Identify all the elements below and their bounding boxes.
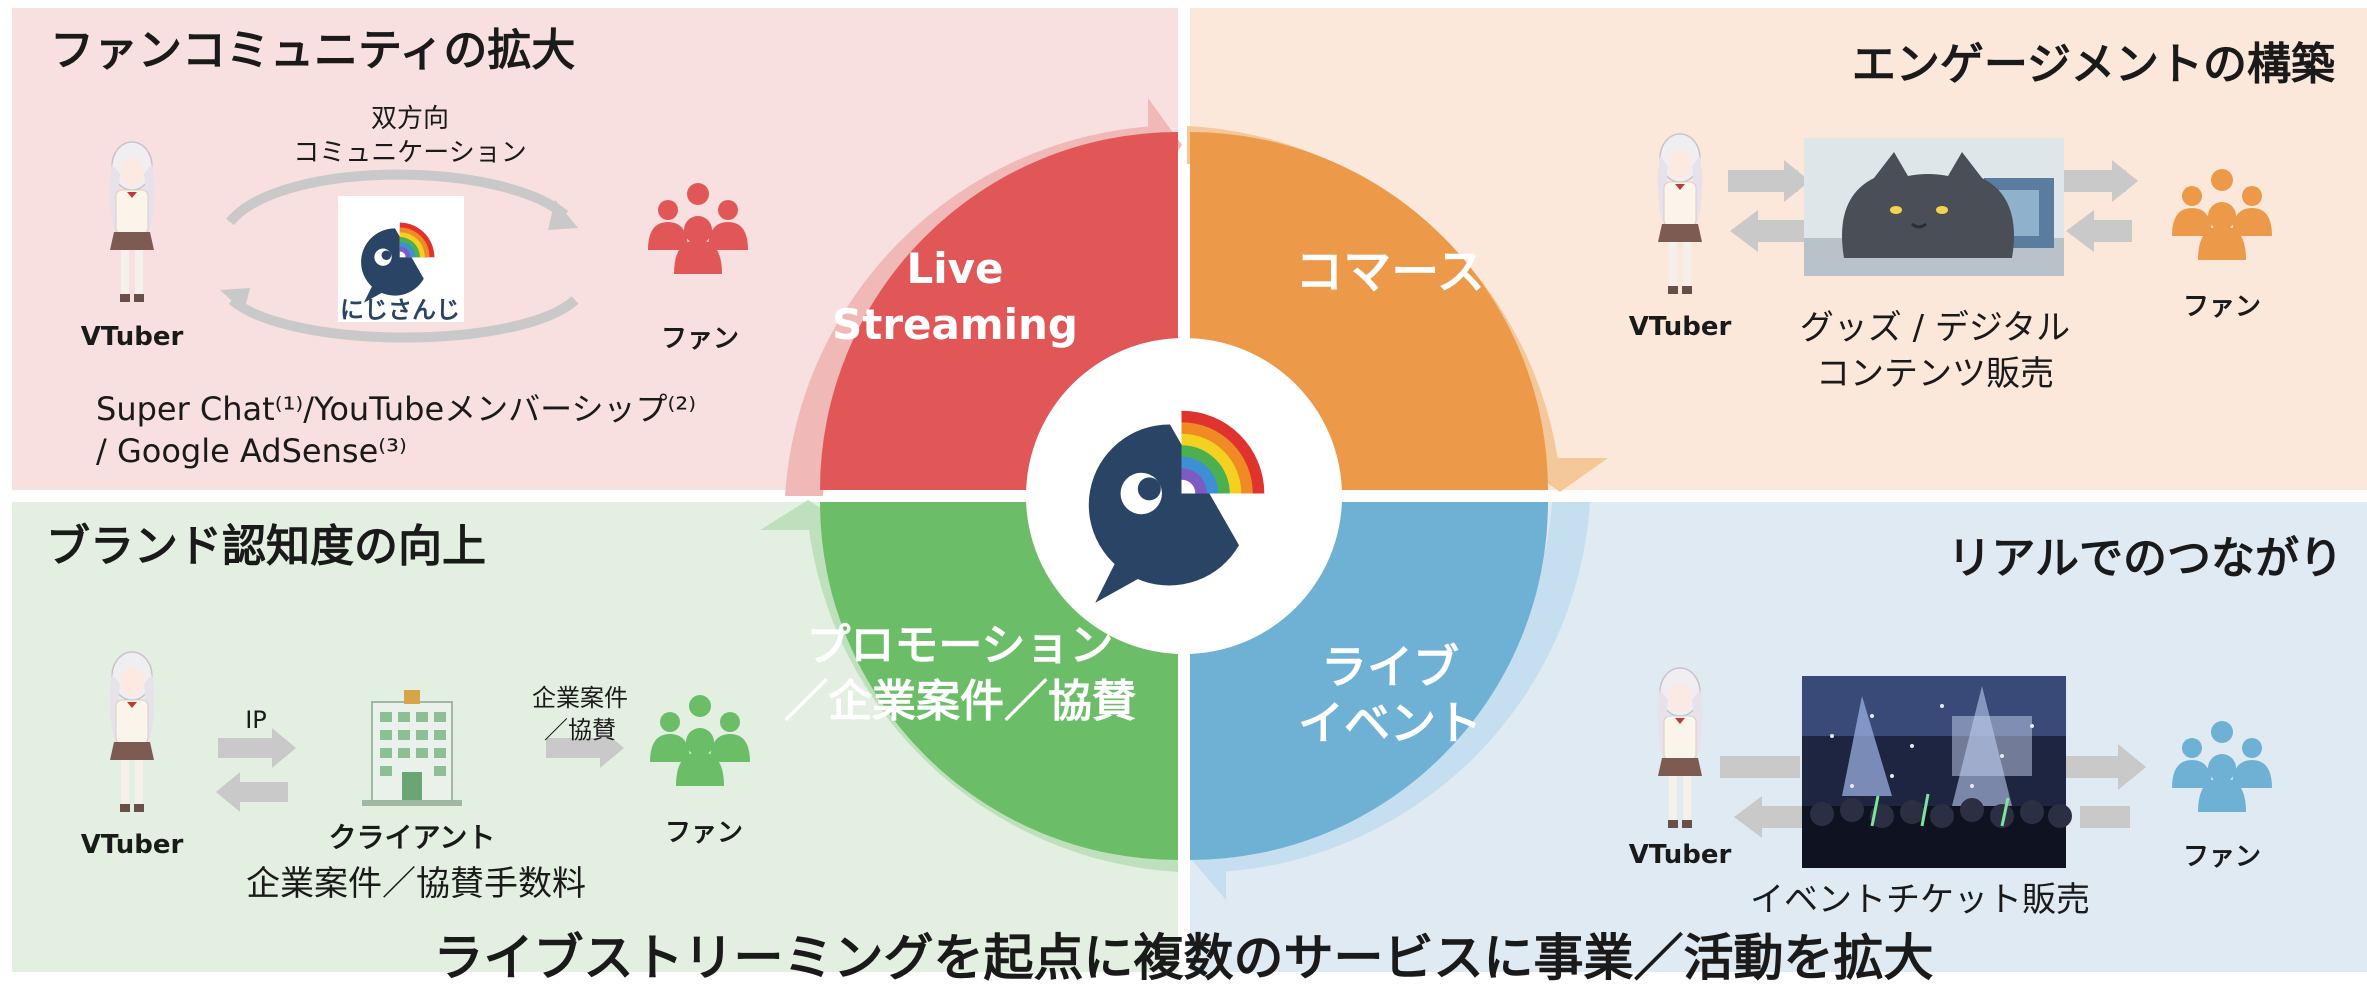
segment-label-live-line1: Live	[906, 244, 1004, 293]
title-real-connection: リアルでのつながり	[1947, 533, 2343, 584]
arrow-goods-3	[2064, 170, 2126, 192]
fan-label-tr: ファン	[2182, 292, 2261, 322]
ticket-caption: イベントチケット販売	[1750, 880, 2090, 920]
goods-caption-line2: コンテンツ販売	[1816, 354, 2054, 394]
sponsor-fee-caption: 企業案件／協賛手数料	[246, 864, 586, 904]
segment-label-event-line1: ライブ	[1321, 640, 1459, 694]
vtuber-figure-tr	[1657, 133, 1703, 295]
arrow-deal-right	[546, 738, 606, 758]
arrow-goods-1	[1728, 170, 1798, 192]
arrow-goods-2	[1745, 220, 1815, 242]
arrow-ip-left	[236, 782, 288, 802]
goods-caption-line1: グッズ / デジタル	[1799, 308, 2071, 348]
ip-label: IP	[245, 706, 267, 734]
vtuber-figure-tl	[109, 141, 155, 303]
building-icon	[361, 689, 463, 807]
deal-label-line1: 企業案件	[532, 684, 628, 712]
two-way-arrow-top	[226, 169, 569, 226]
vtuber-label-bl: VTuber	[80, 830, 184, 860]
bottom-headline: ライブストリーミングを起点に複数のサービスに事業／活動を拡大	[433, 929, 1934, 987]
fan-label-tl: ファン	[660, 324, 739, 354]
segment-label-promotion-line1: プロモーション	[806, 620, 1114, 671]
revenue-line2: / Google AdSense⁽³⁾	[96, 432, 407, 470]
two-way-arrow-bottom	[228, 296, 579, 343]
fan-icon-orange	[2172, 169, 2272, 260]
title-fan-community: ファンコミュニティの拡大	[50, 25, 576, 76]
deal-label-line2: ／協賛	[544, 716, 616, 744]
vtuber-figure-bl	[109, 651, 155, 813]
arrow-event-1	[1720, 756, 1800, 778]
title-brand-awareness: ブランド認知度の向上	[46, 521, 486, 572]
title-engagement: エンゲージメントの構築	[1851, 39, 2335, 90]
merch-photo	[1804, 138, 2064, 276]
two-way-label-line1: 双方向	[370, 104, 449, 134]
two-way-label-line2: コミュニケーション	[293, 138, 527, 168]
vtuber-label-br: VTuber	[1628, 840, 1732, 870]
fan-icon-blue	[2172, 721, 2272, 812]
segment-label-event-line2: イベント	[1298, 696, 1482, 750]
revenue-line1: Super Chat⁽¹⁾/YouTubeメンバーシップ⁽²⁾	[96, 390, 697, 428]
vtuber-label-tl: VTuber	[80, 322, 184, 352]
arrow-event-4	[2080, 806, 2130, 828]
vtuber-label-tr: VTuber	[1628, 312, 1732, 342]
arrow-event-3	[2066, 756, 2122, 778]
client-label: クライアント	[328, 821, 496, 854]
fan-label-br: ファン	[2182, 842, 2261, 872]
vtuber-figure-br	[1657, 667, 1703, 829]
arrow-ip-right	[218, 738, 278, 758]
segment-label-promotion-line2: ／企業案件／協賛	[784, 676, 1136, 727]
concert-photo	[1802, 676, 2072, 868]
segment-label-live-line2: Streaming	[832, 300, 1078, 349]
fan-icon-red	[648, 183, 748, 274]
fan-label-bl: ファン	[664, 818, 743, 848]
logo-caption: にじさんじ	[340, 296, 460, 324]
segment-label-commerce: コマース	[1295, 244, 1485, 300]
arrow-event-2	[1752, 806, 1802, 828]
fan-icon-green	[650, 695, 750, 786]
